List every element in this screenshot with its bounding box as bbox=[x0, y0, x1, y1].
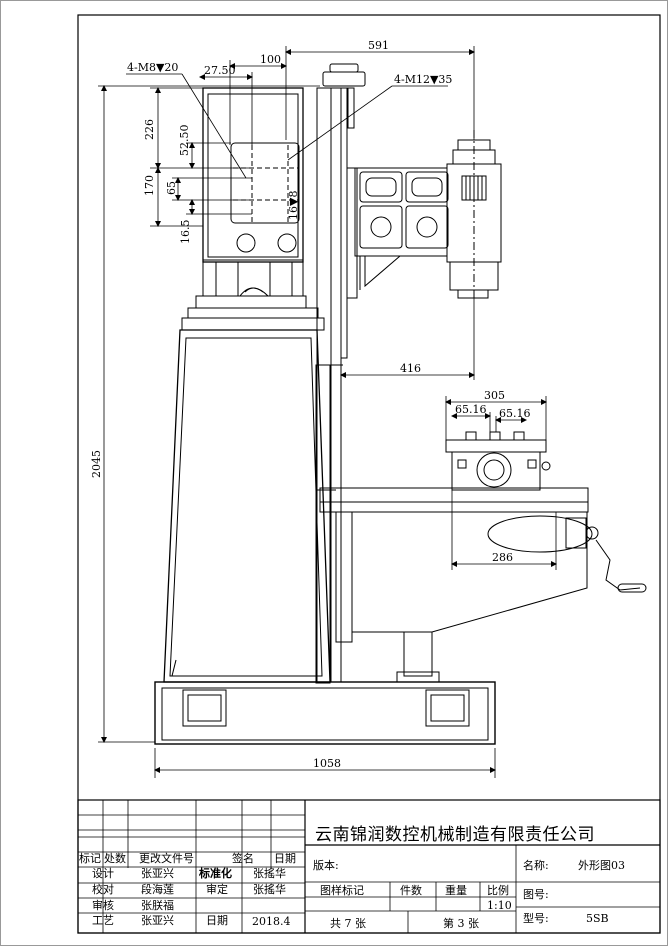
sheet-number: 第 3 张 bbox=[443, 917, 479, 930]
dim-52-50: 52.50 bbox=[178, 125, 191, 157]
dim-16-8: 16▼8 bbox=[287, 191, 300, 220]
dim-16-5: 16.5 bbox=[179, 220, 192, 245]
dim-65-16-left: 65.16 bbox=[455, 403, 487, 416]
dim-305: 305 bbox=[484, 389, 505, 402]
inner-frame bbox=[77, 14, 661, 934]
col-header-date: 日期 bbox=[274, 852, 296, 865]
check-name: 段海莲 bbox=[141, 883, 174, 896]
dim-226: 226 bbox=[143, 119, 156, 140]
dim-591: 591 bbox=[368, 39, 389, 52]
dim-2045: 2045 bbox=[90, 450, 103, 478]
process-label: 工艺 bbox=[92, 914, 114, 927]
design-name: 张亚兴 bbox=[141, 867, 174, 880]
dim-286: 286 bbox=[492, 551, 513, 564]
design-label: 设计 bbox=[92, 867, 114, 880]
scale-value: 1:10 bbox=[487, 899, 512, 912]
dim-65-16-right: 65.16 bbox=[499, 407, 531, 420]
dim-416: 416 bbox=[400, 362, 421, 375]
model-value: 5SB bbox=[586, 912, 609, 925]
count-label: 件数 bbox=[400, 884, 422, 897]
dim-m8-callout: 4-M8▼20 bbox=[127, 61, 178, 74]
date-label: 日期 bbox=[206, 914, 228, 927]
review-label: 审定 bbox=[206, 883, 228, 896]
dim-m12-callout: 4-M12▼35 bbox=[394, 73, 452, 86]
dim-65: 65 bbox=[165, 181, 178, 195]
check-label: 校对 bbox=[92, 883, 114, 896]
total-sheets: 共 7 张 bbox=[330, 917, 366, 930]
dimension-lines bbox=[98, 46, 557, 778]
version-label: 版本: bbox=[313, 859, 339, 872]
name-label: 名称: bbox=[523, 859, 549, 872]
model-label: 型号: bbox=[523, 912, 549, 925]
weight-label: 重量 bbox=[445, 884, 467, 897]
pattern-mark-label: 图样标记 bbox=[320, 884, 364, 897]
audit-name: 张朕福 bbox=[141, 899, 174, 912]
dim-27-50: 27.50 bbox=[204, 64, 236, 77]
process-name: 张亚兴 bbox=[141, 914, 174, 927]
standardization-label: 标准化 bbox=[199, 867, 232, 880]
review-name: 张搖华 bbox=[253, 883, 286, 896]
scale-label: 比例 bbox=[487, 884, 509, 897]
company-name: 云南锦润数控机械制造有限责任公司 bbox=[315, 825, 595, 845]
col-header-signature: 签名 bbox=[232, 852, 254, 865]
col-header-change-doc: 更改文件号 bbox=[139, 852, 194, 865]
dim-170: 170 bbox=[143, 175, 156, 196]
audit-label: 审核 bbox=[92, 899, 114, 912]
standardization-name: 张搖华 bbox=[253, 867, 286, 880]
dim-100: 100 bbox=[260, 53, 281, 66]
drawing-number-label: 图号: bbox=[523, 888, 549, 901]
date-value: 2018.4 bbox=[252, 915, 291, 928]
name-value: 外形图03 bbox=[578, 859, 625, 872]
title-block-grid bbox=[77, 799, 661, 934]
machine-outline bbox=[154, 63, 647, 745]
col-header-mark: 标记 bbox=[79, 852, 101, 865]
dim-1058: 1058 bbox=[313, 757, 341, 770]
col-header-count: 处数 bbox=[104, 852, 126, 865]
